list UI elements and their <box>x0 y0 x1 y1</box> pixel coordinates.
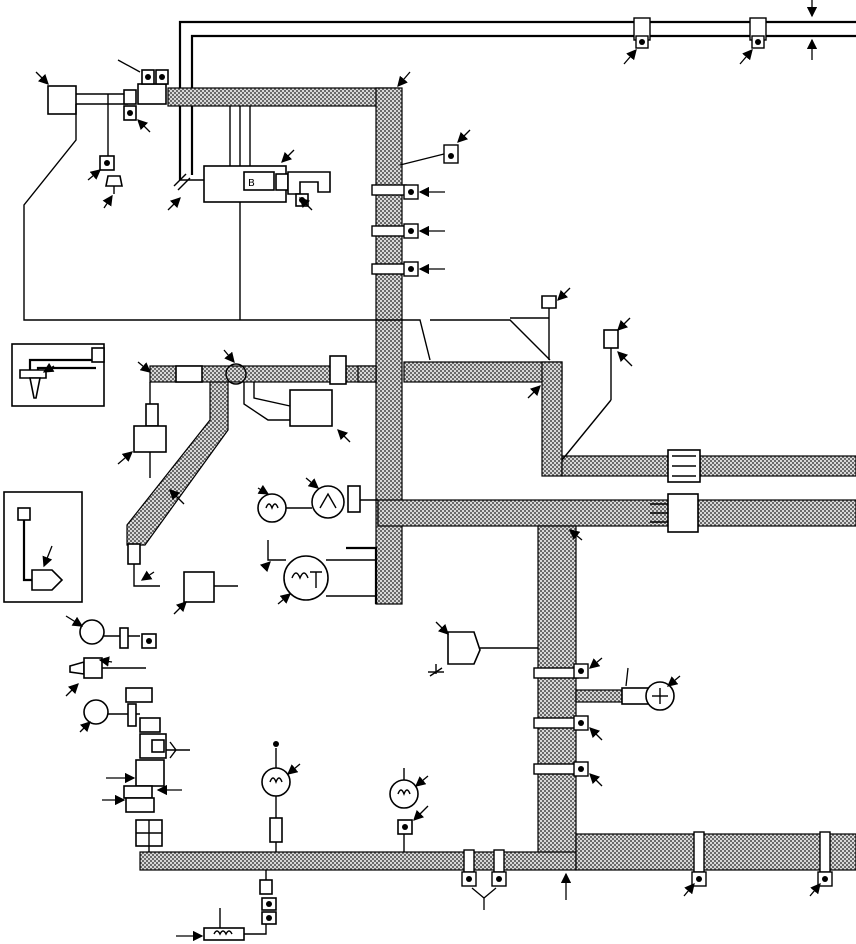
inset-box-upper <box>11 343 105 407</box>
bottom-clamps <box>461 831 833 910</box>
lower-left-stack <box>65 615 190 852</box>
inset-box-lower <box>3 491 83 603</box>
right-sensors <box>430 287 633 461</box>
relay-box: B <box>167 106 331 320</box>
svg-text:B: B <box>248 178 255 189</box>
top-left-module <box>23 59 431 361</box>
connector-middle-right <box>650 493 699 533</box>
main-harness <box>126 87 856 871</box>
trunk-clamps <box>371 71 471 277</box>
right-branch-components <box>428 529 681 787</box>
bottom-components <box>176 741 429 942</box>
connector-upper-right <box>667 449 701 483</box>
upper-cable-run <box>178 0 856 180</box>
left-center-components <box>117 349 351 615</box>
lamp-cluster-upper <box>257 477 378 523</box>
lamp-cluster-lower <box>259 540 378 605</box>
